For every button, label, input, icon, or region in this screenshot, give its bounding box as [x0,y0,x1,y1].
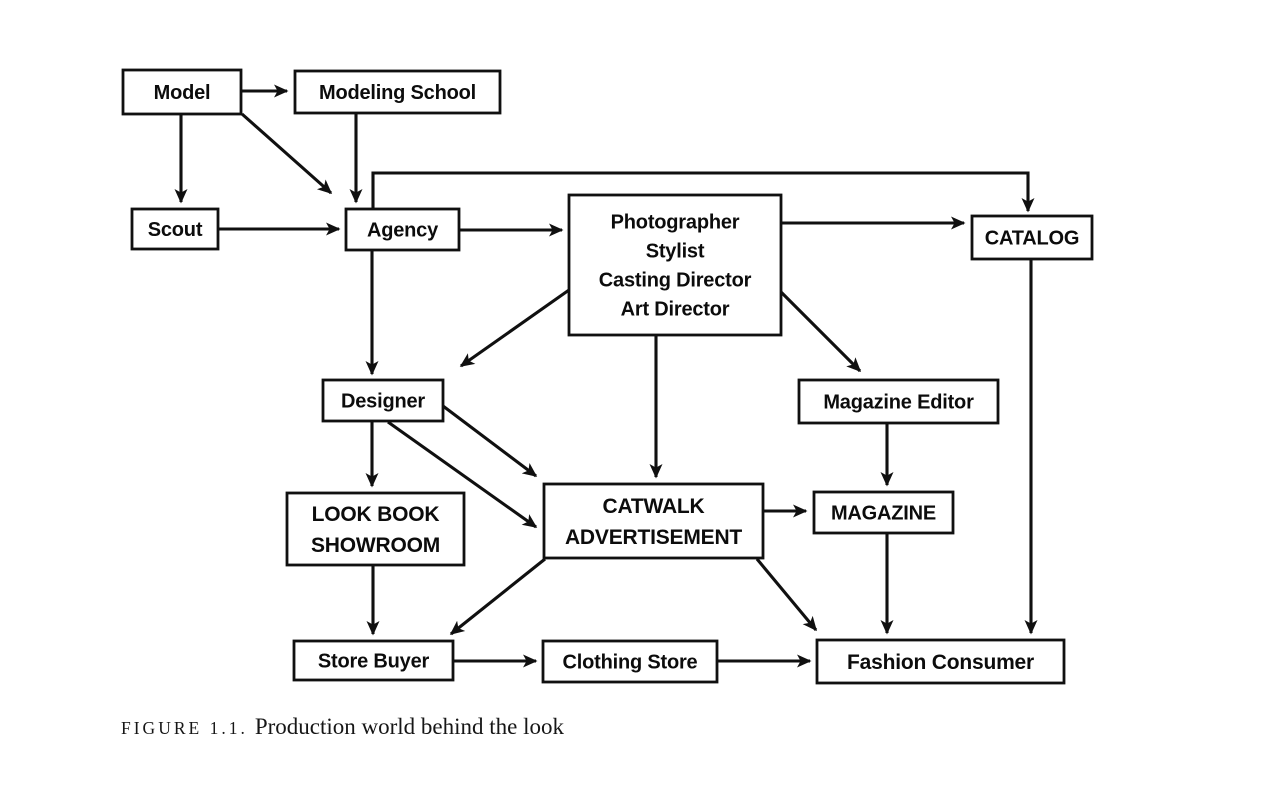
store-buyer-label: Store Buyer [318,651,430,673]
fashion-consumer-box [815,638,1066,685]
magazine-box [812,490,955,535]
scout-box [130,207,220,251]
model-label: Model [154,82,211,104]
node-model: Model [121,68,243,116]
node-store-buyer: Store Buyer [292,639,455,682]
node-magazine-editor: Magazine Editor [797,378,1000,425]
node-catalog: CATALOG [970,214,1094,261]
modeling-school-box [293,69,502,115]
store-buyer-box [292,639,455,682]
arrow-photographer-team-to-magazine-editor [779,290,862,373]
arrow-catwalk-to-store-buyer [449,557,546,636]
node-magazine: MAGAZINE [812,490,955,535]
node-clothing-store: Clothing Store [541,639,719,684]
arrow-photographer-team-to-designer [459,288,570,368]
arrow-model-to-agency [240,112,333,195]
edges-layer [174,84,1038,668]
node-fashion-consumer: Fashion Consumer [815,638,1066,685]
arrow-designer-to-catwalk-lower [387,420,538,529]
modeling-school-label: Modeling School [319,82,476,104]
clothing-store-box [541,639,719,684]
arrow-agency-to-catalog [371,171,1035,213]
arrow-designer-to-catwalk-upper [442,404,538,478]
designer-label: Designer [341,391,425,413]
node-modeling-school: Modeling School [293,69,502,115]
node-scout: Scout [130,207,220,251]
catalog-box [970,214,1094,261]
magazine-label: MAGAZINE [831,503,936,525]
photographer-team-box [567,193,783,337]
magazine-editor-label: Magazine Editor [823,392,974,414]
node-designer: Designer [321,378,445,423]
clothing-store-label: Clothing Store [563,652,698,674]
figure-caption-text: Production world behind the look [254,714,565,739]
catalog-label: CATALOG [985,228,1080,250]
scout-label: Scout [148,219,203,241]
designer-box [321,378,445,423]
magazine-editor-box [797,378,1000,425]
fashion-consumer-label: Fashion Consumer [847,651,1034,674]
look-book-showroom-box [285,491,466,567]
agency-label: Agency [367,220,439,242]
agency-box [344,207,461,252]
model-box [121,68,243,116]
node-agency: Agency [344,207,461,252]
arrow-catwalk-to-fashion-consumer [755,558,818,632]
figure-caption-label: FIGURE 1.1. [121,718,248,738]
catwalk-advertisement-box [542,482,765,560]
figure-caption: FIGURE 1.1. Production world behind the l… [121,714,564,740]
